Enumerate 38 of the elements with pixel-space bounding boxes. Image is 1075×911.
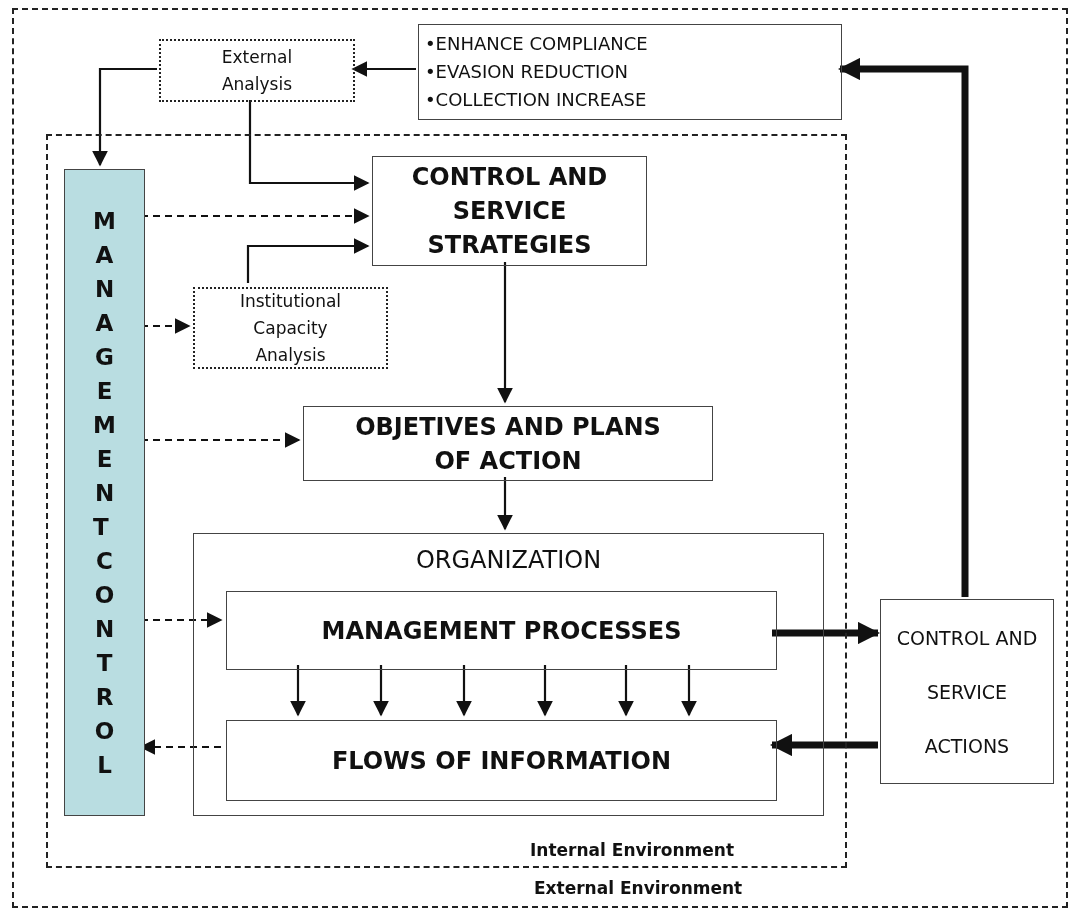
environment-region bbox=[46, 134, 847, 868]
control-bar bbox=[64, 169, 145, 816]
arrow bbox=[681, 665, 697, 717]
environment-region bbox=[12, 8, 1068, 908]
organization-box bbox=[193, 533, 824, 816]
arrow bbox=[92, 67, 157, 167]
arrow bbox=[373, 665, 389, 717]
arrow bbox=[290, 665, 306, 717]
box-label: Institutional Capacity Analysis bbox=[238, 289, 343, 367]
process-box bbox=[226, 591, 777, 670]
section-title: ORGANIZATION bbox=[415, 546, 602, 574]
arrow bbox=[618, 665, 634, 717]
process-box bbox=[226, 720, 777, 801]
goals-box bbox=[418, 24, 842, 120]
process-box bbox=[372, 156, 647, 266]
box-label: MANAGEMENT CONTROL bbox=[93, 206, 116, 780]
analysis-box bbox=[193, 287, 388, 369]
arrow bbox=[537, 665, 553, 717]
arrow bbox=[248, 100, 370, 191]
box-label: External Analysis bbox=[220, 45, 294, 96]
bullet-item: •COLLECTION INCREASE bbox=[425, 88, 647, 112]
arrow bbox=[246, 238, 370, 283]
box-label: CONTROL AND SERVICE STRATEGIES bbox=[410, 162, 609, 261]
bullet-item: •ENHANCE COMPLIANCE bbox=[425, 32, 648, 56]
arrow bbox=[456, 665, 472, 717]
arrow bbox=[351, 61, 416, 77]
actions-box bbox=[880, 599, 1054, 784]
arrow bbox=[497, 262, 513, 404]
process-box bbox=[303, 406, 713, 481]
box-label: OBJETIVES AND PLANS OF ACTION bbox=[354, 411, 662, 477]
region-label: External Environment bbox=[534, 878, 743, 898]
bullet-item: •EVASION REDUCTION bbox=[425, 60, 628, 84]
analysis-box bbox=[159, 39, 355, 102]
box-label: MANAGEMENT PROCESSES bbox=[321, 615, 682, 647]
region-label: Internal Environment bbox=[530, 840, 735, 860]
box-label: CONTROL AND SERVICE ACTIONS bbox=[895, 625, 1039, 759]
box-label: FLOWS OF INFORMATION bbox=[331, 745, 672, 777]
arrow bbox=[497, 477, 513, 531]
